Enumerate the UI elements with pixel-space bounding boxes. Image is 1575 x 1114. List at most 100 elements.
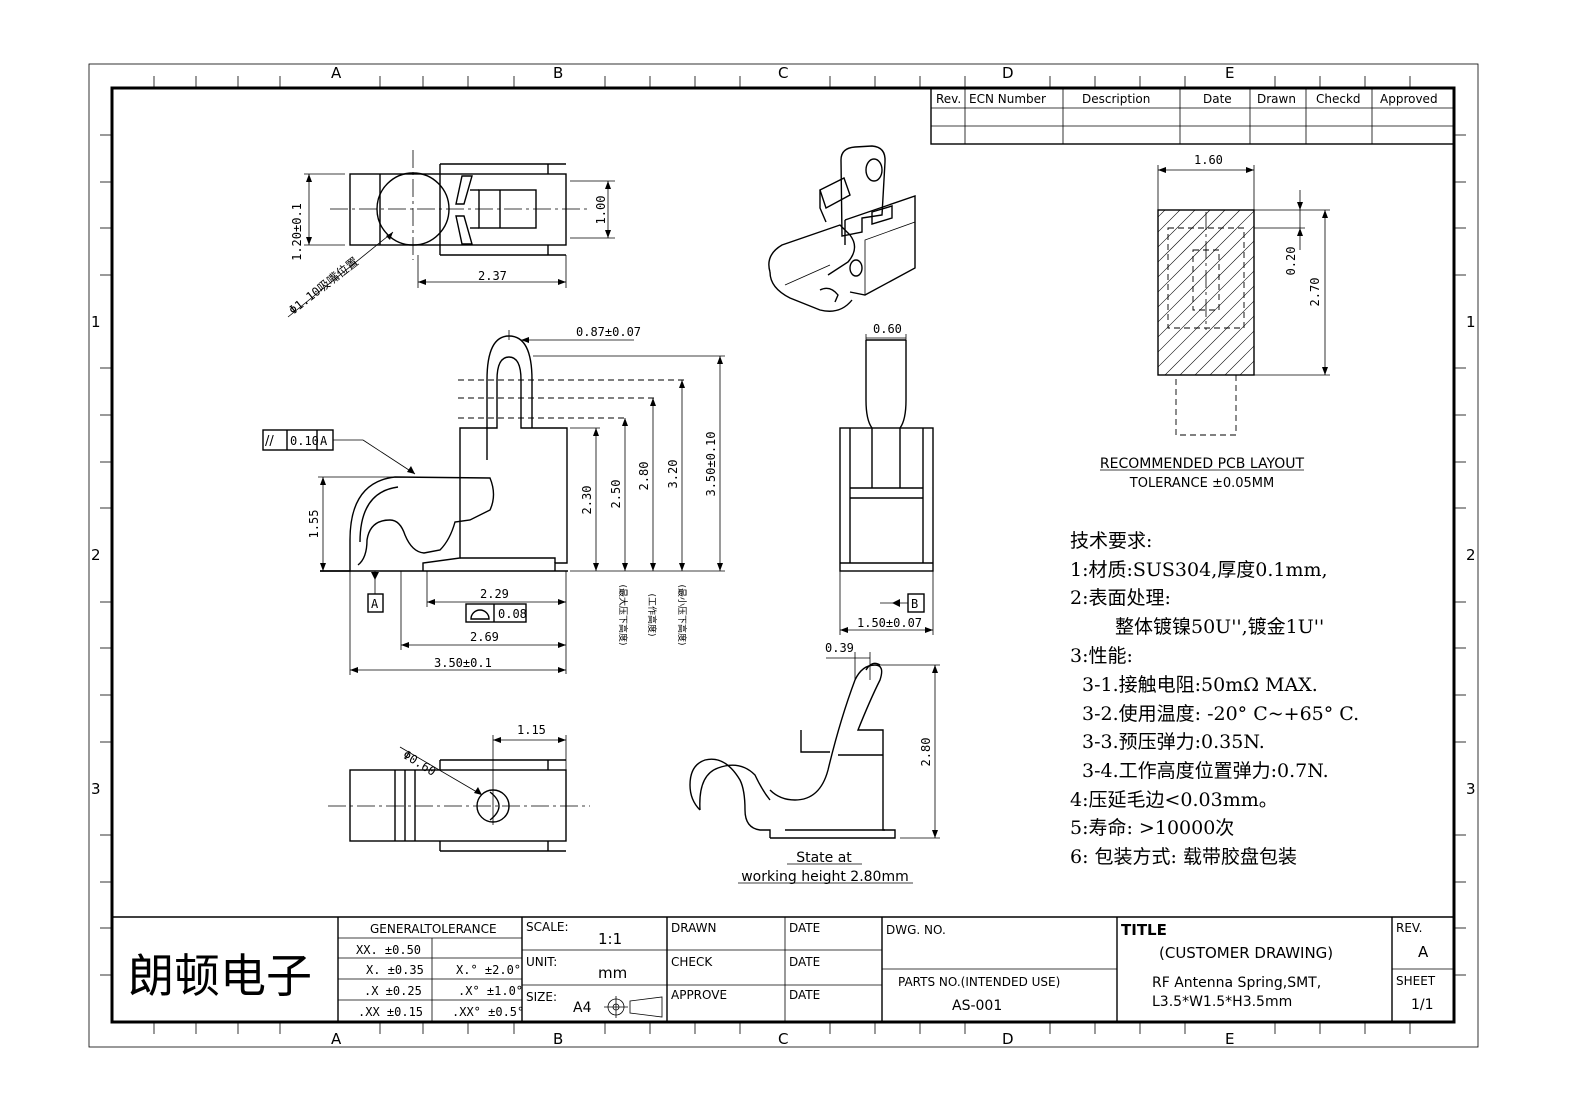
- scale-label: SCALE:: [526, 920, 569, 934]
- parallel-value: 0.10: [290, 434, 319, 448]
- tol-row-3-angular: .X° ±1.0°: [458, 984, 523, 998]
- tol-row-1-linear: XX. ±0.50: [356, 943, 421, 957]
- size-label: SIZE:: [526, 990, 557, 1004]
- caption-working-height: working height 2.80mm: [741, 869, 909, 885]
- dim-work-280: 2.80: [919, 738, 933, 767]
- parts-no-label: PARTS NO.(INTENDED USE): [898, 975, 1060, 989]
- profile-tolerance: 0.08: [498, 607, 527, 621]
- parts-no-value: AS-001: [952, 998, 1002, 1014]
- bottom-view: [328, 735, 590, 852]
- date-label-1: DATE: [789, 921, 820, 935]
- dim-top-inner: 1.00: [594, 196, 608, 225]
- datum-b: B: [911, 597, 918, 611]
- title-line-1: RF Antenna Spring,SMT,: [1152, 975, 1321, 991]
- working-view: [689, 652, 940, 884]
- title-block: [112, 916, 1454, 1022]
- zone-col-b: B: [553, 64, 563, 82]
- zone-row-2: 2: [91, 546, 101, 564]
- front-view: [839, 334, 934, 635]
- tech-req-heading: 技术要求:: [1070, 530, 1152, 552]
- tol-row-2-linear: X. ±0.35: [366, 963, 424, 977]
- dim-side-320: 3.20: [666, 460, 680, 489]
- unit-label: UNIT:: [526, 955, 557, 969]
- tol-row-3-linear: .X ±0.25: [364, 984, 422, 998]
- rev-value: A: [1418, 943, 1429, 961]
- rev-header-description: Description: [1082, 92, 1150, 106]
- rev-header-rev: Rev.: [936, 92, 961, 106]
- tech-req-3-4: 3-4.工作高度位置弹力:0.7N.: [1082, 760, 1329, 782]
- dim-pcb-020: 0.20: [1284, 247, 1298, 276]
- note-working: (工作高度): [646, 593, 658, 636]
- tech-req-1: 1:材质:SUS304,厚度0.1mm,: [1070, 559, 1328, 581]
- note-min-press: (最小压下高度): [676, 584, 688, 645]
- parallel-datum: A: [320, 434, 328, 448]
- zone-row-1-right: 1: [1466, 313, 1476, 331]
- dim-bottom-hole: Φ0.60: [400, 748, 438, 779]
- tol-row-4-angular: .XX° ±0.5°: [452, 1005, 524, 1019]
- dim-bottom-115: 1.15: [517, 723, 546, 737]
- size-value: A4: [573, 1000, 592, 1016]
- dim-top-height: 1.20±0.1: [290, 203, 304, 261]
- tech-req-3-1: 3-1.接触电阻:50mΩ MAX.: [1082, 674, 1318, 696]
- dim-side-230: 2.30: [580, 486, 594, 515]
- rev-label: REV.: [1396, 921, 1422, 935]
- zone-col-b-bottom: B: [553, 1030, 563, 1048]
- zone-col-c-bottom: C: [778, 1030, 788, 1048]
- title-sub: (CUSTOMER DRAWING): [1159, 944, 1333, 962]
- zone-col-d-bottom: D: [1002, 1030, 1014, 1048]
- unit-value: mm: [598, 964, 627, 982]
- tech-req-3-2: 3-2.使用温度: -20° C~+65° C.: [1082, 703, 1359, 725]
- revision-table: Rev. ECN Number Description Date Drawn C…: [930, 87, 1455, 145]
- datum-a: A: [371, 597, 379, 611]
- dim-side-350: 3.50±0.1: [434, 656, 492, 670]
- sheet-value: 1/1: [1411, 997, 1434, 1013]
- rev-header-drawn: Drawn: [1257, 92, 1296, 106]
- dim-side-280: 2.80: [637, 462, 651, 491]
- rev-header-checkd: Checkd: [1316, 92, 1361, 106]
- dim-work-039: 0.39: [825, 641, 854, 655]
- general-tolerance-label: GENERALTOLERANCE: [370, 922, 497, 936]
- tol-row-2-angular: X.° ±2.0°: [456, 963, 521, 977]
- parallel-symbol: //: [265, 434, 274, 449]
- tech-req-4: 4:压延毛边<0.03mm。: [1070, 789, 1278, 811]
- drawn-label: DRAWN: [671, 921, 717, 935]
- title-line-2: L3.5*W1.5*H3.5mm: [1152, 994, 1292, 1010]
- dim-side-229: 2.29: [480, 587, 509, 601]
- zone-col-e: E: [1225, 64, 1234, 82]
- zone-col-a: A: [331, 64, 342, 82]
- title-label: TITLE: [1121, 921, 1167, 939]
- dwg-no-label: DWG. NO.: [886, 923, 946, 937]
- dim-side-250: 2.50: [609, 480, 623, 509]
- dim-side-155: 1.55: [307, 510, 321, 539]
- dim-pcb-160: 1.60: [1194, 153, 1223, 167]
- dim-side-269: 2.69: [470, 630, 499, 644]
- dim-front-060: 0.60: [873, 322, 902, 336]
- rev-header-ecn: ECN Number: [969, 92, 1046, 106]
- dim-top-length: 2.37: [478, 269, 507, 283]
- zone-row-3-right: 3: [1466, 780, 1476, 798]
- rev-header-approved: Approved: [1380, 92, 1438, 106]
- dim-front-150: 1.50±0.07: [857, 616, 922, 630]
- zone-col-d: D: [1002, 64, 1014, 82]
- tech-req-6: 6: 包装方式: 载带胶盘包装: [1070, 846, 1297, 868]
- zone-col-c: C: [778, 64, 788, 82]
- date-label-2: DATE: [789, 955, 820, 969]
- note-max-press: (最大压下高度): [617, 584, 629, 645]
- tech-requirements: 技术要求: 1:材质:SUS304,厚度0.1mm, 2:表面处理: 整体镀镍5…: [1070, 530, 1359, 868]
- zone-col-e-bottom: E: [1225, 1030, 1234, 1048]
- tol-row-4-linear: .XX ±0.15: [358, 1005, 423, 1019]
- top-view: [287, 150, 615, 318]
- date-label-3: DATE: [789, 988, 820, 1002]
- side-view: [262, 330, 725, 675]
- tech-req-2: 2:表面处理:: [1070, 587, 1171, 609]
- scale-value: 1:1: [598, 930, 622, 948]
- company-logo: 朗顿电子: [128, 949, 312, 1003]
- pcb-layout-title: RECOMMENDED PCB LAYOUT: [1100, 456, 1305, 472]
- rev-header-date: Date: [1203, 92, 1232, 106]
- check-label: CHECK: [671, 955, 713, 969]
- dim-top-hole: Φ1.10吸嘴位置: [286, 254, 362, 318]
- caption-state-at: State at: [796, 850, 852, 866]
- sheet-label: SHEET: [1396, 974, 1436, 988]
- zone-col-a-bottom: A: [331, 1030, 342, 1048]
